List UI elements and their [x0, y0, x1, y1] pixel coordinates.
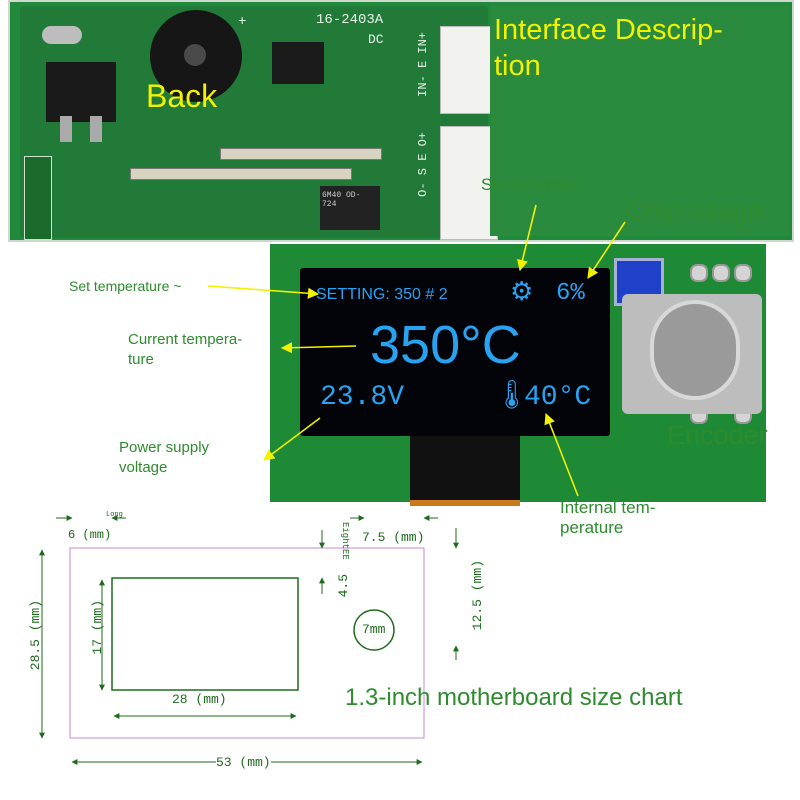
dim-4-5: 4.5	[336, 574, 351, 598]
oled-current-temp: 350°C	[370, 315, 521, 375]
oled-screen: SETTING: 350 # 2 ⚙ 6% 350°C 23.8V 🌡 40°C	[300, 268, 610, 436]
chip-leg	[90, 116, 102, 142]
label-sleep-symbol: Sleep symbol	[481, 175, 584, 194]
label-current-temperature: Current tempera- ture	[128, 331, 243, 368]
sleep-icon: ⚙	[510, 276, 534, 306]
dim-6mm: 6 (mm)	[68, 528, 112, 542]
encoder-pin	[734, 264, 752, 282]
pcb-back-photo: 16-2403A DC + 6M40 OD-724 IN- E IN+ O- S…	[8, 0, 794, 242]
regulator-chip	[46, 62, 116, 122]
encoder-pin	[712, 264, 730, 282]
title-text: Interface Descrip- tion	[494, 14, 723, 82]
label-encoder: Encoder	[667, 420, 768, 450]
dim-long-label: Long	[106, 511, 123, 519]
chip-mark: 6M40 OD-724	[322, 191, 361, 209]
dim-17mm: 17 (mm)	[90, 600, 105, 655]
smd-row	[220, 148, 382, 160]
label-power-supply-voltage: Power supply voltage	[119, 439, 210, 476]
dim-12-5mm: 12.5 (mm)	[470, 560, 485, 631]
label-internal-temperature: Internal tem- perature	[560, 498, 656, 537]
label-set-temperature: Set temperature ~	[69, 278, 182, 294]
ic-chip	[272, 42, 324, 84]
arrow-sleep	[516, 204, 537, 272]
encoder-knob[interactable]	[650, 300, 740, 400]
thermometer-icon: 🌡	[494, 379, 530, 410]
dim-28-5mm: 28.5 (mm)	[28, 600, 43, 671]
dim-28mm: 28 (mm)	[172, 692, 227, 707]
pcb-back-board: 16-2403A DC + 6M40 OD-724 IN- E IN+ O- S…	[20, 6, 498, 240]
input-connector	[440, 26, 498, 114]
size-chart-title: 1.3-inch motherboard size chart	[345, 684, 683, 711]
board-outline	[69, 547, 425, 739]
silk-dc: DC	[368, 32, 384, 47]
dim-7-5mm: 7.5 (mm)	[362, 530, 425, 545]
silk-plus: +	[238, 14, 247, 30]
dim-eightee-label: EightEE	[340, 522, 350, 560]
oled-flex-cable	[410, 436, 520, 506]
oled-setting-line: SETTING: 350 # 2	[316, 286, 448, 303]
oled-internal-temp: 40°C	[524, 382, 592, 413]
arrow-voltage	[263, 417, 321, 461]
mosfet-chip	[320, 186, 380, 230]
smd-cap	[42, 26, 82, 44]
encoder-pin	[690, 264, 708, 282]
oled-chip-usage: 6%	[556, 280, 585, 307]
arrow-current-temp	[280, 342, 357, 354]
chip-leg	[60, 116, 72, 142]
encoder-hole-outline	[353, 609, 395, 651]
dim-7mm: 7mm	[362, 622, 386, 637]
oled-voltage: 23.8V	[320, 382, 405, 413]
smd-row	[130, 168, 352, 180]
silk-model: 16-2403A	[316, 12, 384, 28]
pin-header	[24, 156, 52, 240]
screen-outline	[111, 577, 299, 691]
back-label: Back	[146, 78, 218, 114]
title-box: Interface Descrip- tion	[490, 6, 790, 236]
arrow-internal-temp	[544, 412, 579, 497]
arrow-chip-usage	[587, 221, 626, 279]
dim-53mm: 53 (mm)	[216, 755, 271, 770]
arrow-set-temp	[207, 285, 320, 299]
buzzer-hole	[184, 44, 206, 66]
output-connector	[440, 126, 498, 240]
label-chip-usage: Chip usage	[626, 196, 763, 226]
